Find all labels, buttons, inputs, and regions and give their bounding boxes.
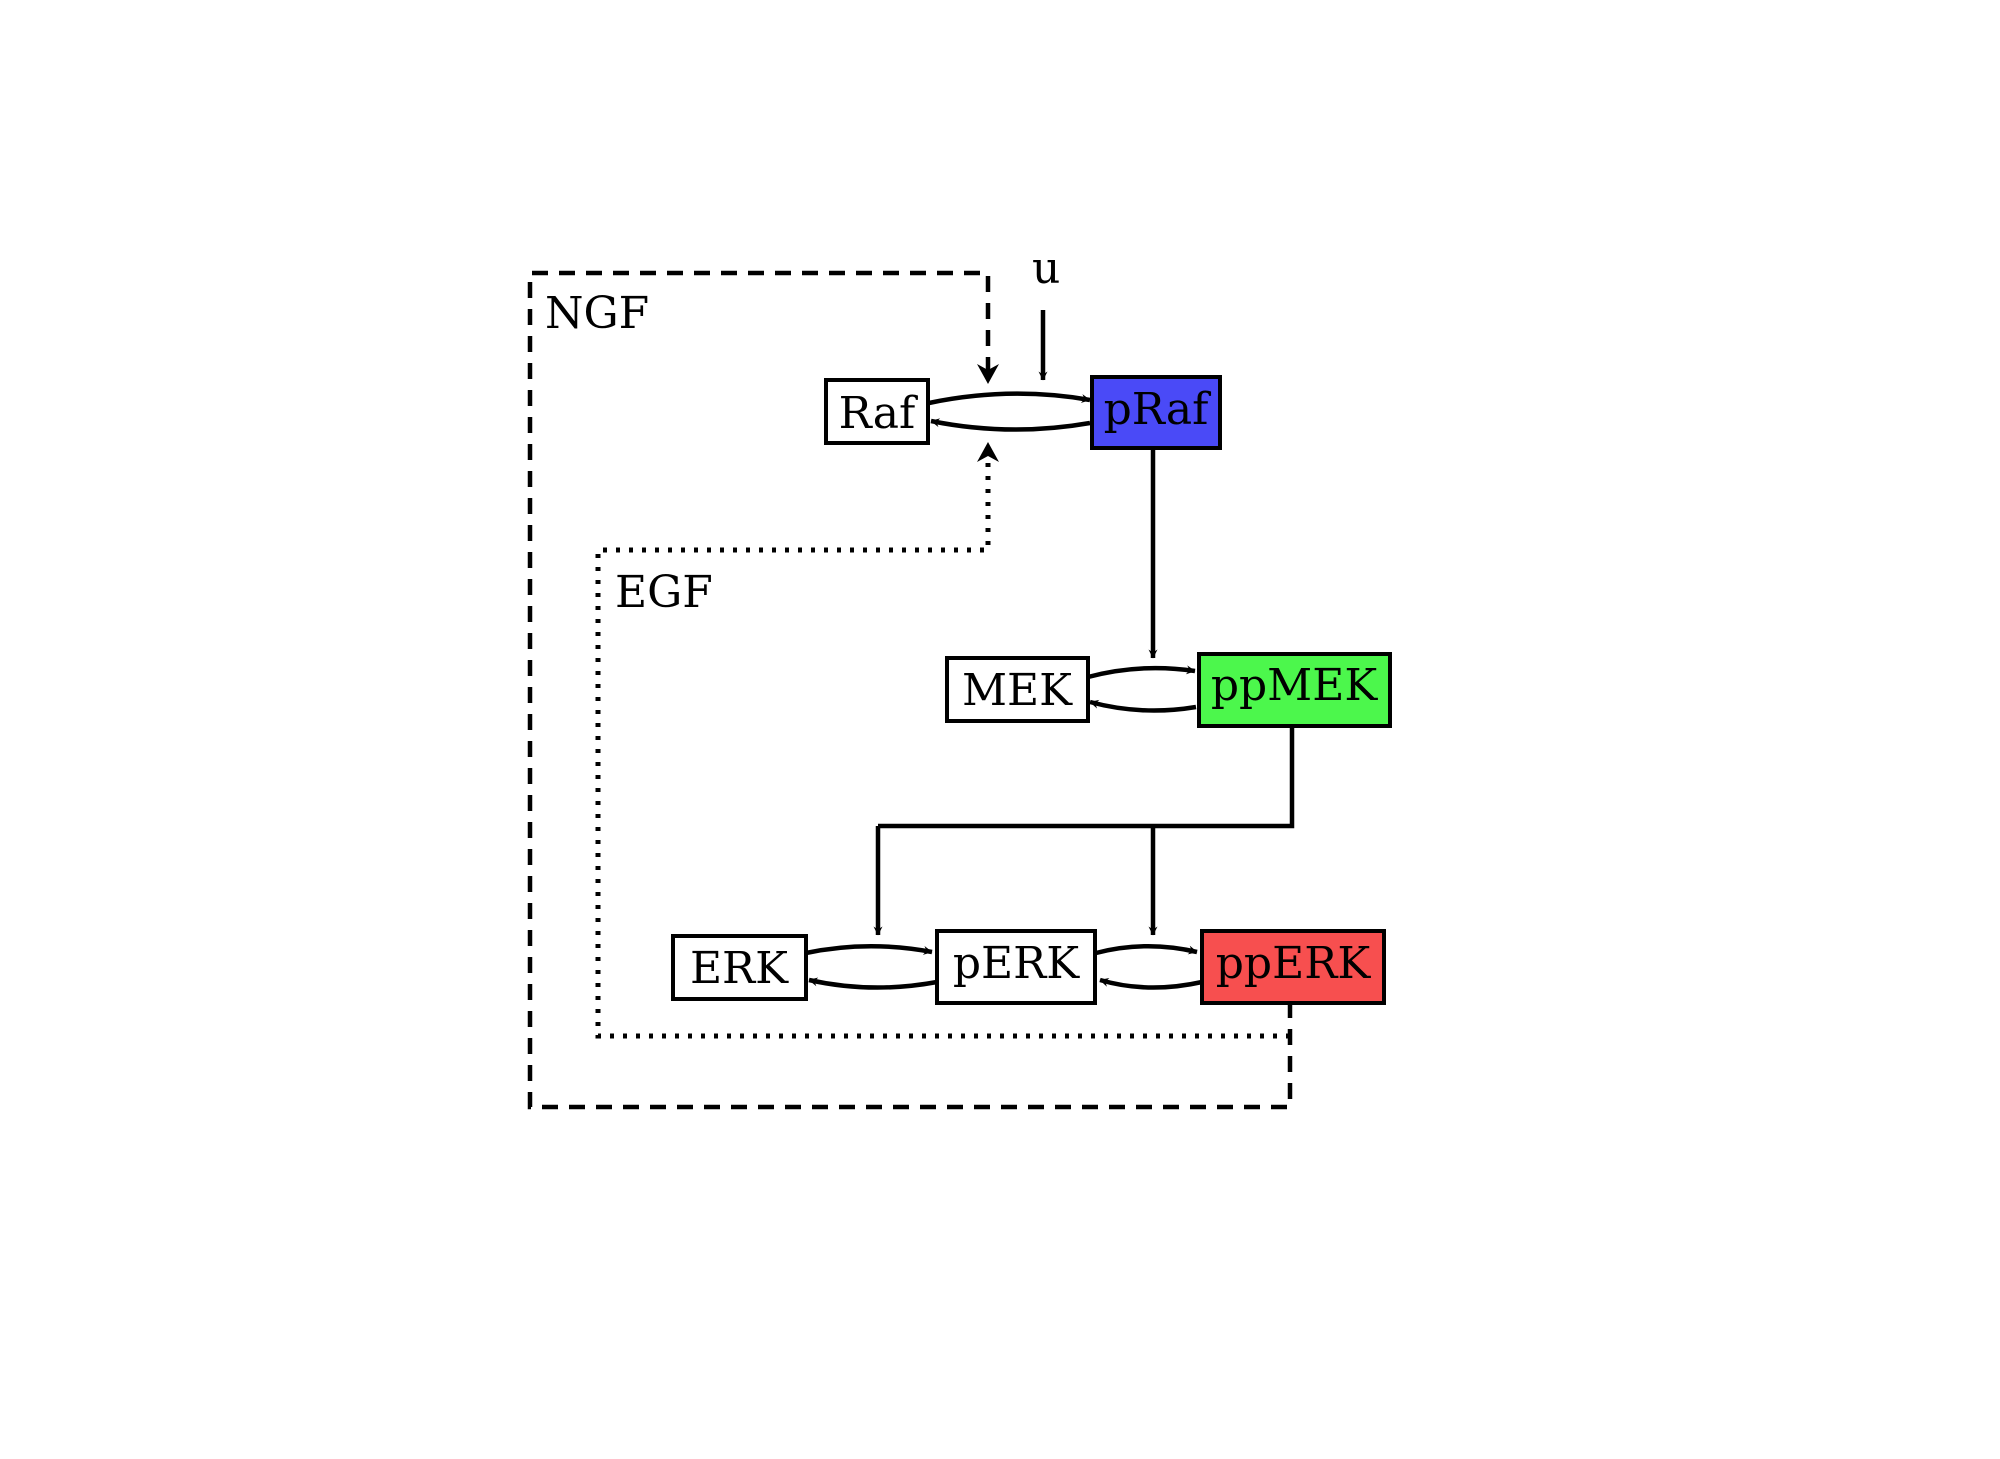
node-praf-label: pRaf bbox=[1104, 384, 1212, 435]
node-perk: pERK bbox=[935, 929, 1097, 1005]
ppmek-branch-path bbox=[878, 726, 1295, 829]
node-pperk: ppERK bbox=[1200, 929, 1386, 1005]
ngf-feedback-loop: NGF bbox=[527, 270, 1293, 1110]
node-perk-box bbox=[935, 929, 1097, 1005]
perk-dephosphorylation-arrow bbox=[808, 977, 938, 990]
node-praf: pRaf bbox=[1090, 375, 1222, 450]
node-mek-label: MEK bbox=[962, 665, 1073, 716]
raf-phosphorylation-arrow bbox=[928, 391, 1091, 406]
egf-feedback-loop: EGF bbox=[595, 442, 1290, 1039]
ngf-arrowhead-icon bbox=[977, 364, 999, 384]
node-raf-label: Raf bbox=[839, 388, 918, 439]
node-mek: MEK bbox=[945, 656, 1090, 723]
input-u-label: u bbox=[1032, 243, 1060, 294]
praf-dephosphorylation-arrow bbox=[930, 418, 1091, 432]
node-pperk-label: ppERK bbox=[1216, 938, 1372, 989]
egf-label: EGF bbox=[615, 567, 713, 618]
egf-arrowhead-icon bbox=[977, 442, 999, 462]
node-ppmek: ppMEK bbox=[1197, 652, 1392, 728]
node-perk-label: pERK bbox=[953, 938, 1080, 989]
ngf-label: NGF bbox=[545, 288, 649, 339]
input-u: u bbox=[1032, 243, 1060, 381]
node-mek-box bbox=[945, 656, 1090, 723]
mek-phosphorylation-arrow bbox=[1087, 665, 1196, 680]
node-ppmek-label: ppMEK bbox=[1211, 660, 1379, 711]
node-ppmek-box bbox=[1197, 652, 1392, 728]
node-pperk-box bbox=[1200, 929, 1386, 1005]
perk-phosphorylation-arrow bbox=[1095, 944, 1198, 956]
ngf-feedback-path bbox=[527, 270, 1293, 1110]
pperk-dephosphorylation-arrow bbox=[1099, 977, 1203, 990]
node-praf-box bbox=[1090, 375, 1222, 450]
node-erk: ERK bbox=[671, 934, 808, 1001]
egf-feedback-path bbox=[595, 453, 1290, 1039]
node-erk-box bbox=[671, 934, 808, 1001]
node-raf: Raf bbox=[824, 378, 930, 445]
erk-phosphorylation-arrow bbox=[805, 944, 933, 956]
ppmek-dephosphorylation-arrow bbox=[1089, 699, 1197, 713]
node-erk-label: ERK bbox=[690, 943, 789, 994]
node-raf-box bbox=[824, 378, 930, 445]
